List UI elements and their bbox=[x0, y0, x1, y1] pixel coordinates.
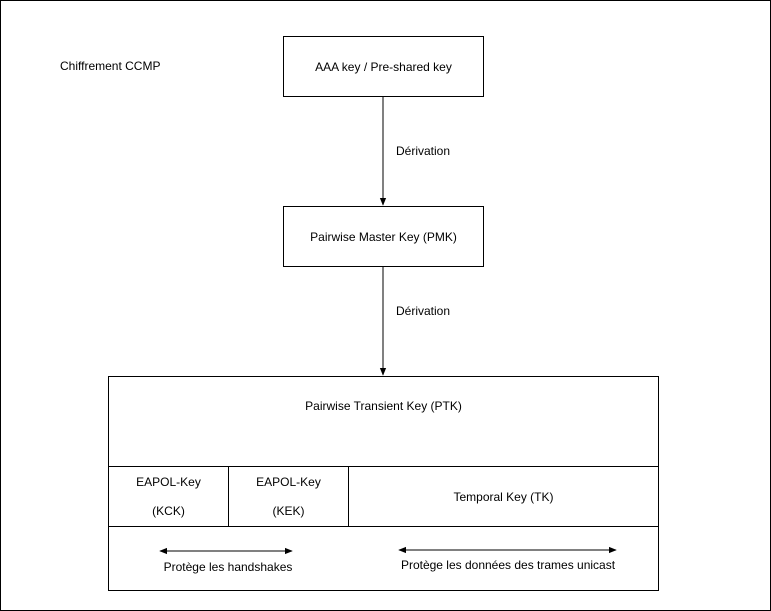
derivation-label-1: Dérivation bbox=[396, 144, 451, 158]
aaa-key-label: AAA key / Pre-shared key bbox=[315, 59, 452, 74]
pmk-label: Pairwise Master Key (PMK) bbox=[310, 229, 457, 244]
unicast-protection-label: Protège les données des trames unicast bbox=[400, 558, 616, 572]
diagram-title: Chiffrement CCMP bbox=[60, 59, 161, 73]
kek-line2: (KEK) bbox=[272, 504, 305, 518]
ptk-node: Pairwise Transient Key (PTK) bbox=[108, 376, 659, 591]
kek-line1: EAPOL-Key bbox=[256, 475, 321, 489]
kck-line1: EAPOL-Key bbox=[136, 475, 201, 489]
aaa-key-node: AAA key / Pre-shared key bbox=[283, 36, 484, 97]
kck-line2: (KCK) bbox=[152, 504, 185, 518]
tk-label: Temporal Key (TK) bbox=[453, 489, 554, 504]
tk-cell: Temporal Key (TK) bbox=[348, 466, 659, 527]
derivation-label-2: Dérivation bbox=[396, 304, 451, 318]
pmk-node: Pairwise Master Key (PMK) bbox=[283, 206, 484, 267]
ptk-label: Pairwise Transient Key (PTK) bbox=[305, 399, 462, 413]
handshakes-protection-label: Protège les handshakes bbox=[163, 560, 293, 574]
